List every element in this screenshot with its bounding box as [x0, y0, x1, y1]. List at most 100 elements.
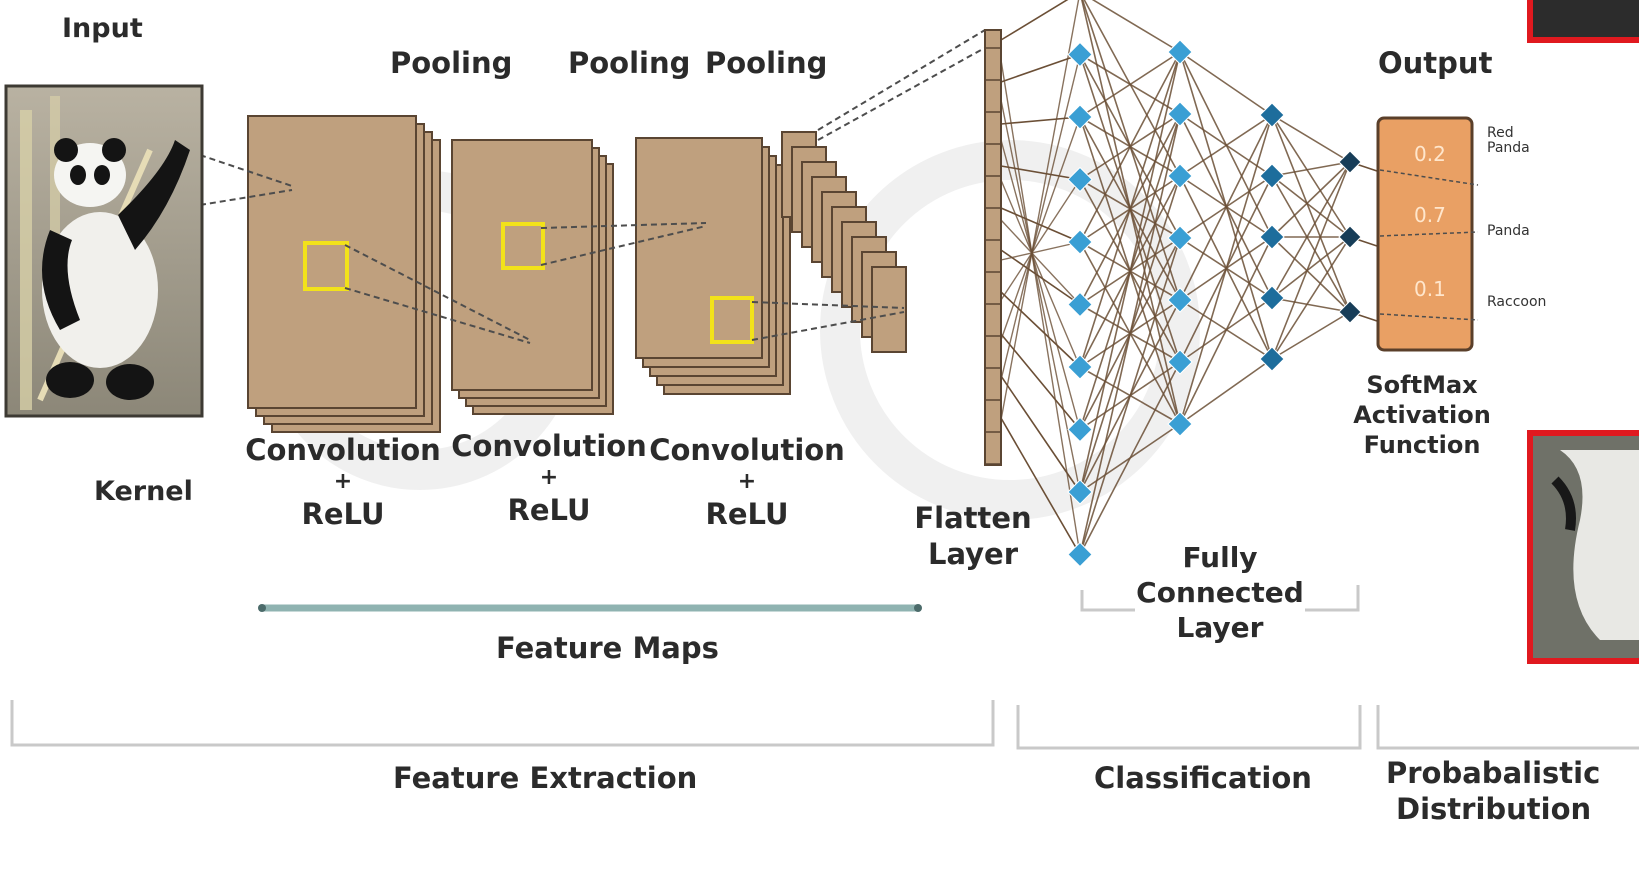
- relu-label: ReLU: [301, 496, 385, 531]
- fc-connection: [1000, 241, 1081, 261]
- kernel-box: [303, 241, 349, 291]
- fc-connection: [1083, 0, 1181, 177]
- receptive-field-line: [199, 189, 293, 206]
- conv-block-3: [635, 137, 791, 395]
- fc-connection: [1271, 161, 1351, 360]
- conv-label: Convolution: [245, 433, 441, 467]
- misc-shapes: [4, 0, 1639, 750]
- kernel-label: Kernel: [94, 476, 193, 507]
- pooling-label-2: Pooling: [568, 46, 691, 80]
- neuron-node: [1259, 346, 1285, 372]
- panda-arm: [118, 140, 190, 250]
- feature-map-layer: [247, 115, 417, 409]
- receptive-field-line: [540, 225, 707, 266]
- fc-connection: [1271, 114, 1351, 313]
- fc-connection: [1000, 139, 1081, 430]
- neuron-node: [1167, 101, 1193, 127]
- neuron-node: [1067, 354, 1093, 380]
- receptive-field-line: [344, 244, 531, 341]
- output-pointer: [1379, 169, 1479, 186]
- bottom-thumbnail: [1527, 430, 1639, 664]
- fc-connection: [1079, 361, 1181, 555]
- conv-block-4: [781, 131, 907, 353]
- flatten-layer: [984, 29, 1002, 466]
- panda-shape: [1560, 450, 1639, 640]
- fc-connection: [1179, 358, 1273, 425]
- receptive-field-line: [199, 154, 293, 187]
- neuron-node: [1067, 166, 1093, 193]
- bar-endpoint: [914, 604, 922, 612]
- fc-connection: [1179, 114, 1273, 177]
- fc-connection: [1271, 161, 1351, 299]
- feature-extraction-label: Feature Extraction: [393, 761, 698, 795]
- neuron-node: [1338, 150, 1362, 174]
- fc-connection: [1271, 175, 1351, 313]
- conv-stage-2-label: Convolution + ReLU: [451, 428, 647, 528]
- neuron-node: [1338, 225, 1362, 249]
- neuron-node: [1067, 541, 1093, 568]
- feature-map-stacks: [247, 115, 907, 433]
- fc-connection: [1271, 236, 1351, 299]
- panda-ear: [102, 138, 126, 162]
- fc-connection: [1000, 59, 1081, 555]
- plus-sign: +: [737, 469, 757, 495]
- class-label-raccoon: Raccoon: [1487, 294, 1547, 310]
- neuron-node: [1067, 479, 1093, 505]
- fc-connection: [1271, 236, 1351, 313]
- bar-endpoint: [258, 604, 266, 612]
- feature-map-layer: [871, 266, 907, 353]
- neuron-node: [1167, 411, 1193, 437]
- feature-extraction-bracket: [10, 700, 995, 747]
- fc-connection: [1079, 113, 1181, 555]
- output-label: Output: [1378, 46, 1493, 80]
- softmax-label: SoftMax Activation Function: [1353, 371, 1491, 459]
- neuron-node: [1067, 416, 1093, 443]
- neuron-node: [1259, 102, 1285, 128]
- probabilistic-distribution-label: Probabalistic Distribution: [1386, 756, 1601, 827]
- fc-connection: [1179, 236, 1273, 425]
- classification-label: Classification: [1094, 761, 1312, 795]
- neuron-node: [1259, 224, 1285, 250]
- fc-connection: [1271, 297, 1351, 313]
- fc-connection: [1000, 116, 1081, 341]
- neuron-node: [1167, 225, 1193, 251]
- fc-connection: [1079, 51, 1181, 493]
- conv-stage-3-label: Convolution + ReLU: [649, 432, 845, 532]
- neuron-node: [1067, 41, 1093, 68]
- receptive-field-lines: [199, 29, 991, 344]
- panda-leg: [46, 362, 94, 398]
- receptive-field-line: [817, 44, 991, 141]
- fc-connection: [1179, 114, 1273, 301]
- receptive-field-line: [540, 222, 707, 229]
- fc-connection: [1000, 53, 1081, 83]
- top-thumbnail: [1527, 0, 1639, 43]
- class-label-red-panda: Red Panda: [1487, 125, 1530, 157]
- pooling-label-3: Pooling: [705, 46, 828, 80]
- fc-connection: [1179, 114, 1273, 425]
- fc-connection: [1000, 417, 1081, 555]
- conv-block-2: [451, 139, 614, 415]
- pooling-label-1: Pooling: [390, 46, 513, 80]
- fc-connection: [1000, 179, 1081, 368]
- input-label: Input: [62, 13, 143, 44]
- kernel-box: [501, 222, 545, 270]
- softmax-value-raccoon: 0.1: [1414, 277, 1446, 301]
- fc-connection: [1079, 237, 1181, 555]
- fc-connection: [1179, 51, 1273, 116]
- relu-label: ReLU: [705, 496, 789, 531]
- fc-connection: [1271, 311, 1351, 360]
- neuron-node: [1067, 229, 1093, 255]
- neuron-node: [1167, 349, 1193, 375]
- panda-ear: [54, 138, 78, 162]
- panda-shape: [1551, 476, 1576, 531]
- class-label-panda: Panda: [1487, 223, 1530, 239]
- neuron-node: [1067, 104, 1093, 130]
- fc-bracket: [1080, 585, 1360, 612]
- input-image: [4, 84, 204, 418]
- fc-connection: [1000, 249, 1081, 306]
- panda-body: [42, 212, 158, 368]
- fc-connection: [1000, 0, 1069, 41]
- panda-eye: [70, 165, 86, 185]
